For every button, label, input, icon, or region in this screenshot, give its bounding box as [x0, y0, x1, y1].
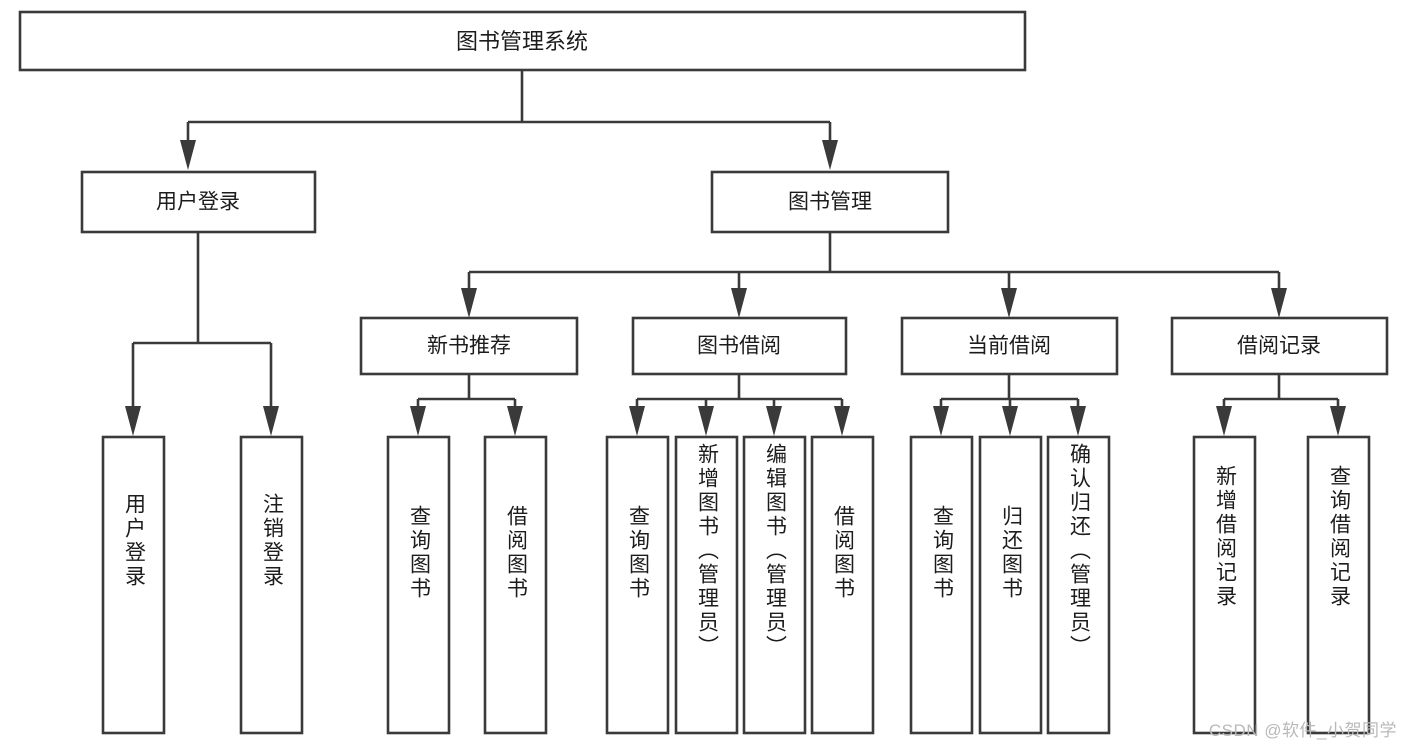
node-new-book-recommend-label: 新书推荐 — [427, 335, 511, 358]
leaf-box-query-book-2[interactable] — [605, 435, 670, 735]
arrow-head-leaf-borrow-book-2 — [834, 406, 850, 436]
arrow-head-current-borrow — [1001, 288, 1017, 318]
leaf-box-confirm-return[interactable] — [1046, 435, 1111, 735]
connector-new-book-recommend-to-leaves — [410, 374, 523, 436]
arrow-head-leaf-confirm-return — [1070, 406, 1086, 436]
node-new-book-recommend-box[interactable] — [359, 316, 579, 376]
node-root[interactable]: 图书管理系统 — [18, 10, 1027, 72]
node-borrow-record-label: 借阅记录 — [1237, 335, 1321, 358]
arrow-head-leaf-add-book — [698, 406, 714, 436]
leaf-box-edit-book[interactable] — [742, 435, 807, 735]
connector-book-borrow-to-leaves — [629, 374, 850, 436]
node-book-management-label: 图书管理 — [788, 191, 872, 214]
node-current-borrow[interactable]: 当前借阅 — [900, 316, 1119, 376]
node-user-login-box[interactable] — [80, 170, 317, 234]
leaf-box-query-book-3[interactable] — [909, 435, 974, 735]
arrow-head-leaf-user-login — [125, 406, 141, 436]
arrow-head-book-borrow — [731, 288, 747, 318]
node-current-borrow-label: 当前借阅 — [967, 335, 1051, 358]
leaf-box-return-book[interactable] — [978, 435, 1043, 735]
arrow-head-leaf-query-record — [1330, 406, 1346, 436]
arrow-head-leaf-return-book — [1002, 406, 1018, 436]
node-root-box[interactable] — [18, 10, 1027, 72]
node-book-management[interactable]: 图书管理 — [710, 170, 950, 234]
node-user-login[interactable]: 用户登录 — [80, 170, 317, 234]
connector-user-login-to-leaves — [125, 232, 279, 436]
arrow-head-leaf-logout — [263, 406, 279, 436]
node-user-login-label: 用户登录 — [156, 191, 240, 214]
node-current-borrow-box[interactable] — [900, 316, 1119, 376]
arrow-head-leaf-query-book-1 — [410, 406, 426, 436]
leaf-box-query-book-1[interactable] — [386, 435, 451, 735]
connector-current-borrow-to-leaves — [933, 374, 1086, 436]
arrow-head-user-login — [180, 140, 196, 170]
arrow-head-book-manage — [822, 140, 838, 170]
csdn-watermark: CSDN @软件_小贺同学 — [1208, 721, 1397, 740]
arrow-head-new-book-recommend — [461, 288, 477, 318]
arrow-head-leaf-add-record — [1216, 406, 1232, 436]
node-book-borrow-label: 图书借阅 — [697, 335, 781, 358]
node-borrow-record[interactable]: 借阅记录 — [1170, 316, 1389, 376]
leaf-box-borrow-book-1[interactable] — [483, 435, 548, 735]
leaf-box-borrow-book-2[interactable] — [810, 435, 875, 735]
node-new-book-recommend[interactable]: 新书推荐 — [359, 316, 579, 376]
connector-book-management-to-level3 — [461, 232, 1287, 318]
node-book-borrow[interactable]: 图书借阅 — [631, 316, 848, 376]
leaf-box-add-record[interactable] — [1192, 435, 1257, 735]
node-root-label: 图书管理系统 — [456, 29, 588, 54]
leaf-box-logout[interactable] — [239, 435, 304, 735]
connector-root-to-level2 — [180, 70, 838, 170]
leaf-box-user-login[interactable] — [101, 435, 166, 735]
connector-borrow-record-to-leaves — [1216, 374, 1346, 436]
arrow-head-leaf-edit-book — [766, 406, 782, 436]
leaf-box-query-record[interactable] — [1306, 435, 1371, 735]
leaf-box-add-book[interactable] — [674, 435, 739, 735]
arrow-head-leaf-query-book-2 — [629, 406, 645, 436]
arrow-head-leaf-borrow-book-1 — [507, 406, 523, 436]
arrow-head-leaf-query-book-3 — [933, 406, 949, 436]
arrow-head-borrow-record — [1271, 288, 1287, 318]
